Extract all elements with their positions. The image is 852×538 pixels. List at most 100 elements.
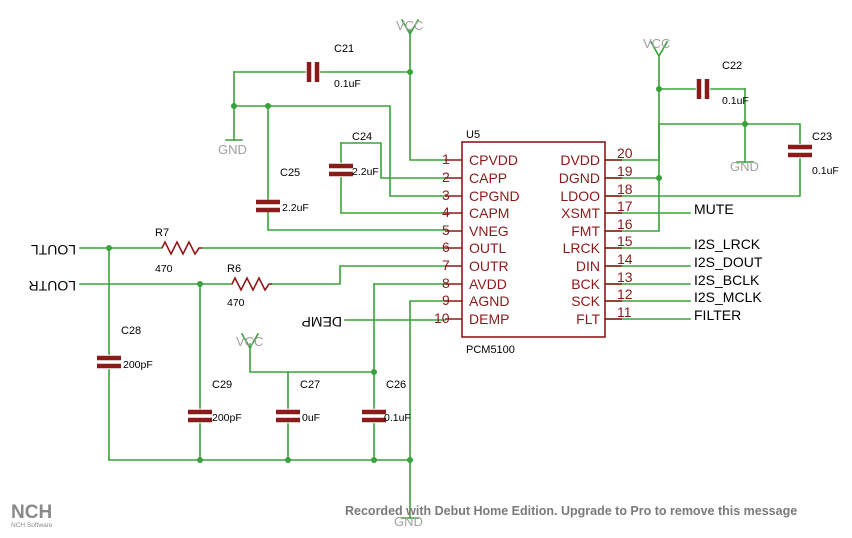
pin-num-3: 3 (442, 187, 450, 203)
vcc-symbol-right: VCC (643, 36, 670, 58)
recording-watermark: Recorded with Debut Home Edition. Upgrad… (345, 504, 797, 518)
pin-num-4: 4 (442, 204, 450, 220)
net-filter: FILTER (694, 307, 741, 323)
gnd-symbol-left: GND (218, 139, 247, 157)
c29-ref: C29 (212, 379, 232, 391)
pin-num-19: 19 (617, 163, 633, 179)
vcc-bottom-label: VCC (236, 334, 263, 349)
vcc-symbol-top: VCC (396, 18, 423, 36)
pin-num-15: 15 (617, 233, 633, 249)
r6-value: 470 (227, 297, 245, 309)
vcc-right-label: VCC (643, 36, 670, 51)
capacitor-c24: C24 2.2uF (329, 131, 379, 178)
gnd-symbol-right: GND (730, 159, 759, 174)
pin-num-20: 20 (617, 145, 633, 161)
r7-value: 470 (155, 263, 173, 275)
c23-ref: C23 (812, 131, 832, 143)
capacitor-c29: C29 200pF (188, 379, 242, 424)
c25-value: 2.2uF (282, 202, 309, 214)
pin-num-16: 16 (617, 216, 633, 232)
nch-logo-text: NCH (11, 502, 52, 523)
resistor-r7: R7 470 (155, 227, 202, 275)
pin-num-1: 1 (442, 151, 450, 167)
junction-dots (106, 69, 748, 463)
capacitor-c22: C22 0.1uF (696, 60, 749, 107)
c21-ref: C21 (334, 43, 354, 55)
pin-num-7: 7 (442, 257, 450, 273)
r7-ref: R7 (155, 227, 169, 239)
capacitor-c23: C23 0.1uF (788, 131, 839, 177)
capacitor-c27: C27 0uF (276, 379, 320, 424)
c21-value: 0.1uF (334, 78, 361, 90)
wires (79, 29, 801, 519)
pin-name-agnd: AGND (469, 293, 509, 309)
net-i2s-bclk: I2S_BCLK (694, 272, 760, 288)
gnd-bottom-label: GND (394, 514, 423, 529)
net-i2s-lrck: I2S_LRCK (694, 236, 761, 252)
nch-logo-subtext: NCH Software (11, 522, 53, 529)
pin-name-flt: FLT (576, 311, 600, 327)
pin-name-avdd: AVDD (469, 276, 507, 292)
c24-value: 2.2uF (352, 166, 379, 178)
pin-name-lrck: LRCK (563, 240, 601, 256)
pin-name-fmt: FMT (571, 223, 600, 239)
chip-u5: U5 PCM5100 1 2 3 4 5 6 7 8 9 10 CPVDD CA… (434, 129, 633, 356)
pin-name-sck: SCK (571, 293, 600, 309)
pin-name-outr: OUTR (469, 258, 509, 274)
capacitor-c25: C25 2.2uF (256, 167, 309, 214)
c25-ref: C25 (280, 167, 300, 179)
c26-ref: C26 (386, 379, 406, 391)
pin-name-capp: CAPP (469, 170, 507, 186)
pin-num-8: 8 (442, 275, 450, 291)
pin-num-12: 12 (617, 286, 633, 302)
gnd-left-label: GND (218, 142, 247, 157)
vcc-top-label: VCC (396, 18, 423, 33)
pin-name-xsmt: XSMT (561, 205, 600, 221)
pin-name-ldoo: LDOO (560, 188, 600, 204)
resistor-r6: R6 470 (227, 263, 272, 309)
net-i2s-mclk: I2S_MCLK (694, 289, 762, 305)
net-loutr: LOUTR (29, 278, 76, 294)
pin-name-din: DIN (576, 258, 600, 274)
chip-part: PCM5100 (466, 344, 515, 356)
pin-name-cpgnd: CPGND (469, 188, 520, 204)
pin-name-dvdd: DVDD (560, 152, 600, 168)
c29-value: 200pF (212, 412, 242, 424)
pin-num-17: 17 (617, 198, 633, 214)
gnd-right-label: GND (730, 159, 759, 174)
c24-ref: C24 (352, 131, 372, 143)
pin-num-18: 18 (617, 181, 633, 197)
gnd-symbol-bottom: GND (394, 514, 423, 529)
c22-ref: C22 (722, 60, 742, 72)
pin-name-capm: CAPM (469, 205, 509, 221)
pin-name-demp: DEMP (469, 311, 509, 327)
pin-num-6: 6 (442, 239, 450, 255)
c27-value: 0uF (302, 412, 320, 424)
capacitor-c21: C21 0.1uF (306, 43, 361, 90)
pin-num-9: 9 (442, 292, 450, 308)
pin-name-cpvdd: CPVDD (469, 152, 518, 168)
c22-value: 0.1uF (722, 95, 749, 107)
capacitor-c26: C26 0.1uF (362, 379, 411, 424)
r6-ref: R6 (227, 263, 241, 275)
net-loutl: LOUTL (31, 242, 76, 258)
pin-num-13: 13 (617, 269, 633, 285)
c27-ref: C27 (300, 379, 320, 391)
pin-num-14: 14 (617, 251, 633, 267)
pin-num-2: 2 (442, 169, 450, 185)
pin-num-11: 11 (617, 304, 632, 320)
net-mute: MUTE (694, 201, 734, 217)
pin-name-bck: BCK (571, 276, 600, 292)
net-i2s-dout: I2S_DOUT (694, 254, 763, 270)
chip-ref: U5 (466, 129, 480, 141)
c26-value: 0.1uF (384, 412, 411, 424)
capacitor-c28: C28 200pF (97, 325, 153, 371)
pin-name-outl: OUTL (469, 240, 507, 256)
pin-name-vneg: VNEG (469, 223, 509, 239)
c23-value: 0.1uF (812, 165, 839, 177)
nch-logo: NCH NCH Software (11, 502, 53, 529)
c28-value: 200pF (123, 359, 153, 371)
vcc-symbol-bottom: VCC (236, 332, 263, 350)
c28-ref: C28 (121, 325, 141, 337)
